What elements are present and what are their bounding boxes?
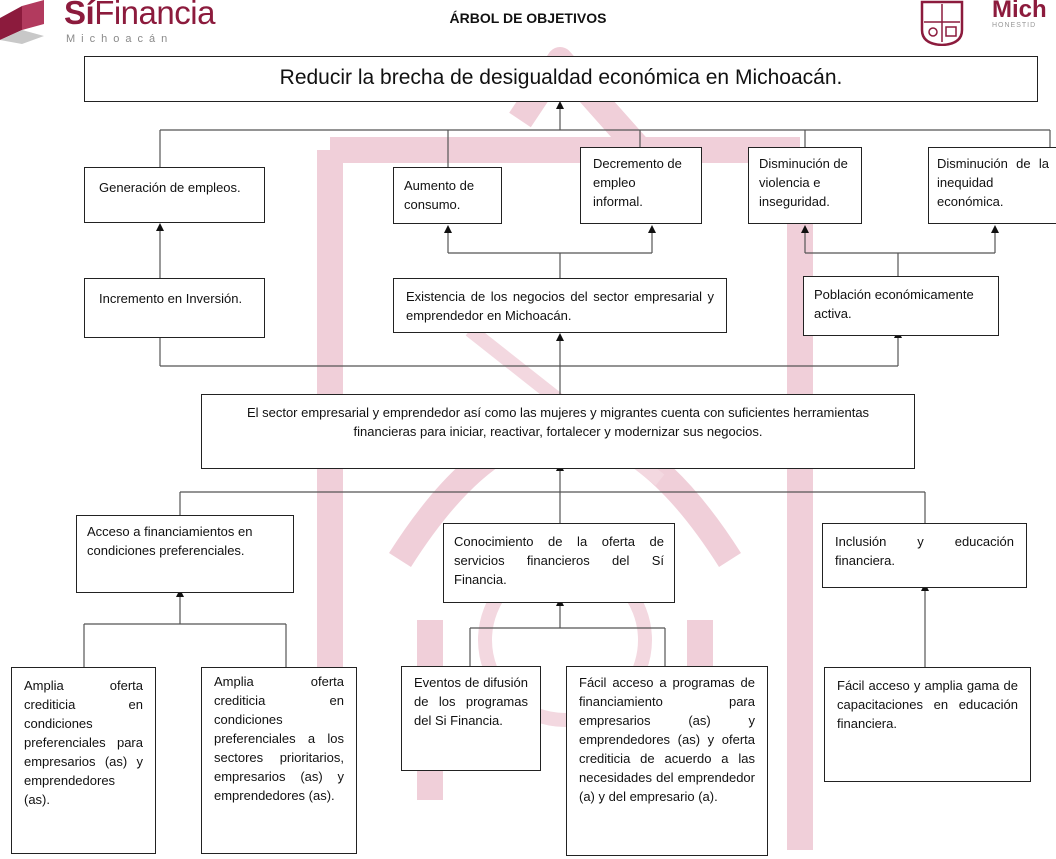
mid-box-negocios: Existencia de los negocios del sector em… (393, 278, 727, 333)
logo-si: Sí (64, 0, 95, 31)
leaf-box-eventos: Eventos de difusión de los programas del… (401, 666, 541, 771)
mid-negocios-text: Existencia de los negocios del sector em… (406, 289, 714, 323)
logo-wordmark: SíFinancia (64, 0, 215, 32)
means-inclusion-text: Inclusión y educación financiera. (835, 534, 1014, 568)
effect-box-inequidad: Disminución de la inequidad económica. (928, 147, 1056, 224)
leaf-box-oferta2: Amplia oferta crediticia en condiciones … (201, 667, 357, 854)
leaf-oferta1-text: Amplia oferta crediticia en condiciones … (24, 678, 143, 807)
leaf-eventos-text: Eventos de difusión de los programas del… (414, 675, 528, 728)
means-box-inclusion: Inclusión y educación financiera. (822, 523, 1027, 588)
leaf-facil1-text: Fácil acceso a programas de financiamien… (579, 675, 755, 804)
right-brand-text: Mich (992, 0, 1047, 23)
effect-consumo-text: Aumento de consumo. (404, 178, 475, 212)
logo-financia: Financia (94, 0, 215, 31)
central-box: El sector empresarial y emprendedor así … (201, 394, 915, 469)
effect-empleos-text: Generación de empleos. (99, 180, 241, 195)
mid-poblacion-text: Población económicamente activa. (814, 287, 974, 321)
means-box-acceso: Acceso a financiamientos en condiciones … (76, 515, 294, 593)
mid-inversion-text: Incremento en Inversión. (99, 291, 243, 306)
means-acceso-text: Acceso a financiamientos en condiciones … (87, 524, 253, 558)
central-text: El sector empresarial y emprendedor así … (246, 405, 870, 439)
effect-box-consumo: Aumento de consumo. (393, 167, 502, 224)
state-seal-icon (920, 0, 964, 46)
leaf-oferta2-text: Amplia oferta crediticia en condiciones … (214, 674, 344, 803)
means-conocimiento-text: Conocimiento de la oferta de servicios f… (454, 534, 664, 587)
logo-subtitle: Michoacán (66, 33, 174, 45)
leaf-facil2-text: Fácil acceso y amplia gama de capacitaci… (837, 678, 1018, 731)
effect-informal-text: Decremento de empleo informal. (593, 156, 682, 209)
leaf-box-facil2: Fácil acceso y amplia gama de capacitaci… (824, 667, 1031, 782)
right-brand-subtitle: HONESTID (992, 22, 1037, 29)
effect-box-informal: Decremento de empleo informal. (580, 147, 702, 224)
means-box-conocimiento: Conocimiento de la oferta de servicios f… (443, 523, 675, 603)
leaf-box-facil1: Fácil acceso a programas de financiamien… (566, 666, 768, 856)
effect-box-empleos: Generación de empleos. (84, 167, 265, 223)
goal-box: Reducir la brecha de desigualdad económi… (84, 56, 1038, 102)
sifinancia-logo-icon (0, 0, 44, 44)
effect-inequidad-text: Disminución de la inequidad económica. (937, 156, 1049, 209)
effect-violencia-text: Disminución de violencia e inseguridad. (759, 156, 848, 209)
goal-text: Reducir la brecha de desigualdad económi… (279, 66, 843, 89)
mid-box-inversion: Incremento en Inversión. (84, 278, 265, 338)
leaf-box-oferta1: Amplia oferta crediticia en condiciones … (11, 667, 156, 854)
page-title: ÁRBOL DE OBJETIVOS (449, 10, 607, 26)
effect-box-violencia: Disminución de violencia e inseguridad. (748, 147, 862, 224)
mid-box-poblacion: Población económicamente activa. (803, 276, 999, 336)
